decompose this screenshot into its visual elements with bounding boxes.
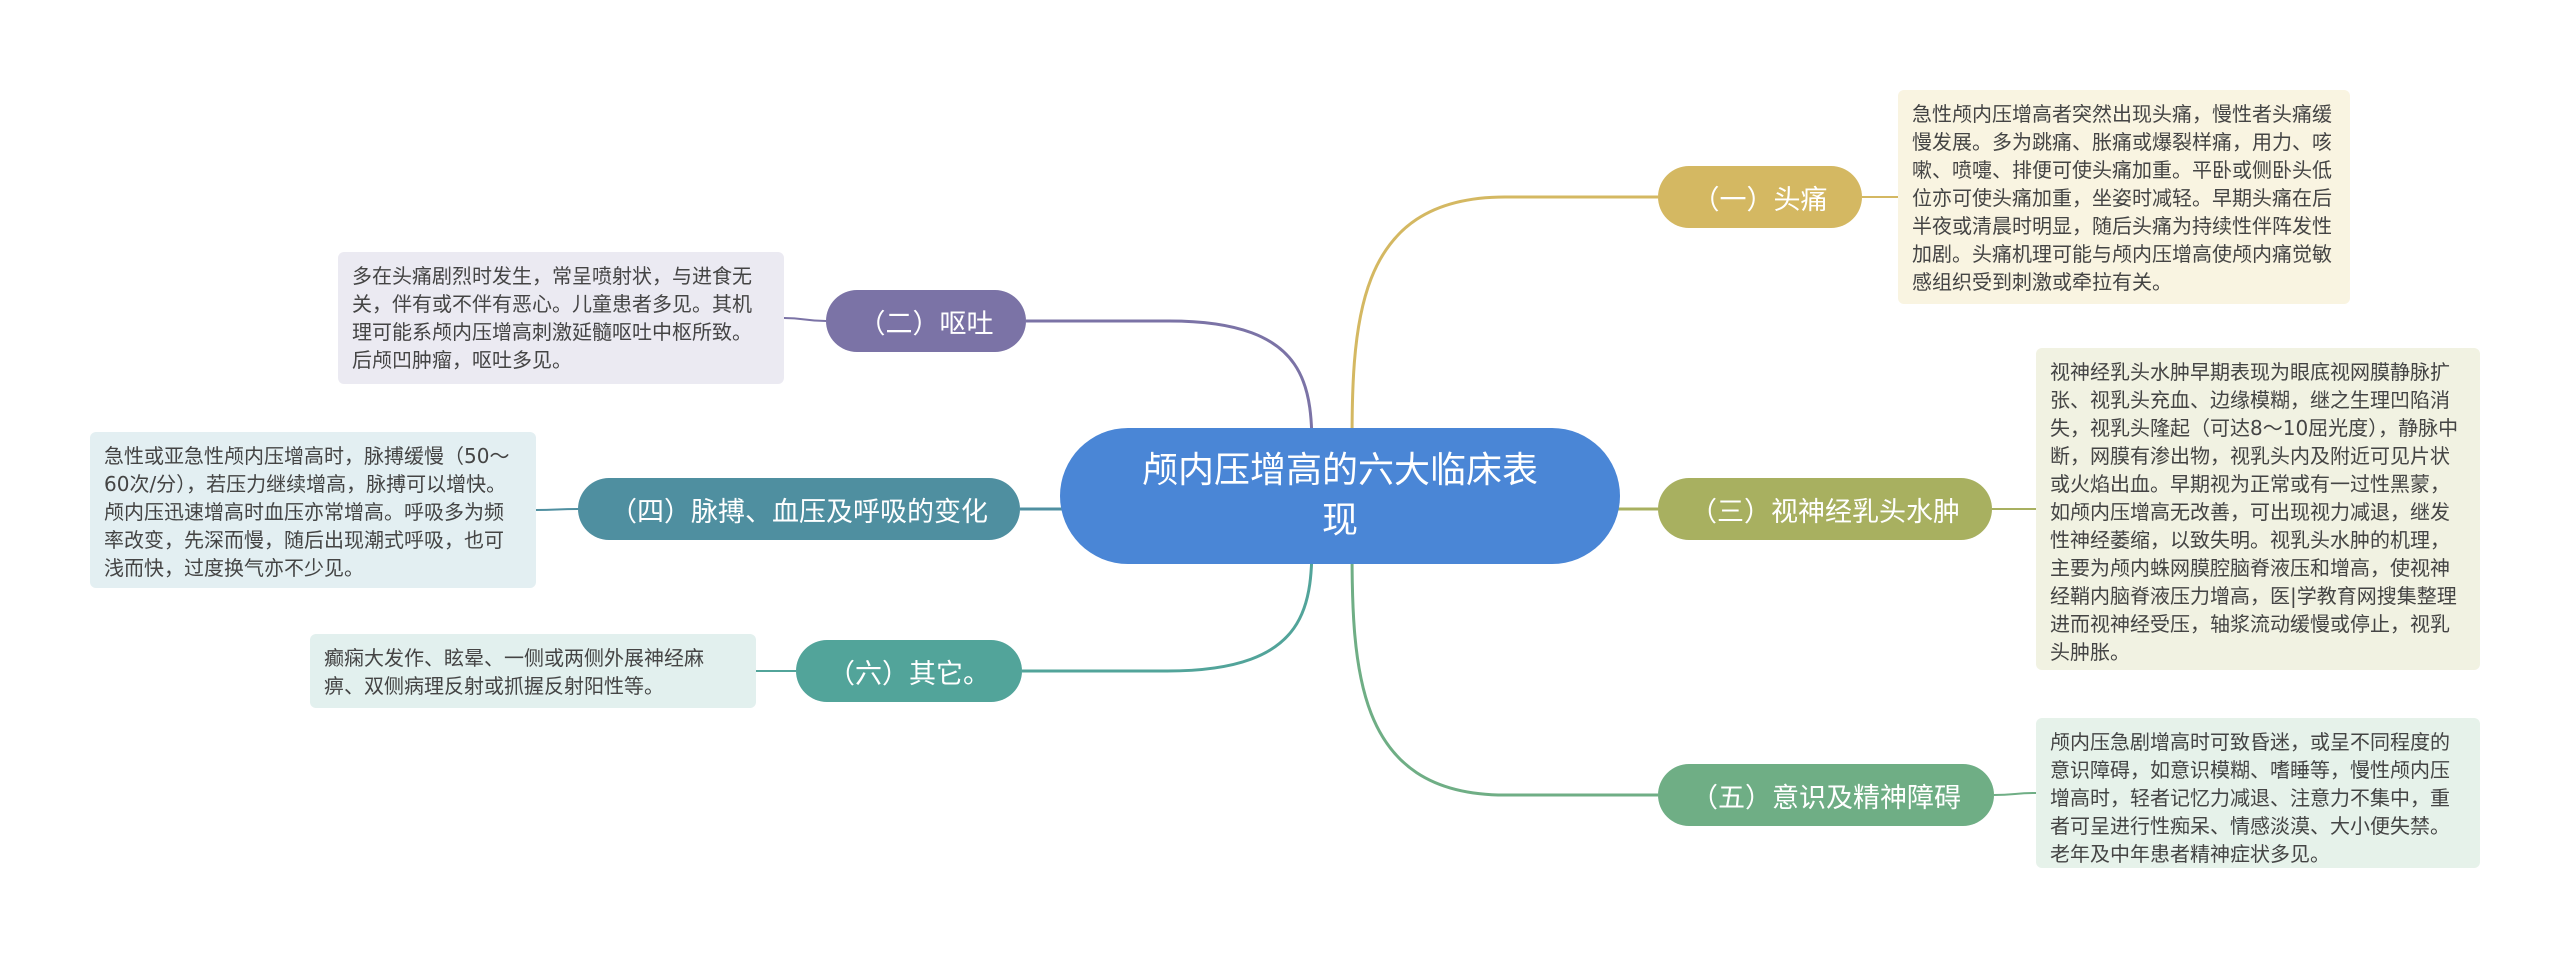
note-text: 急性颅内压增高者突然出现头痛，慢性者头痛缓慢发展。多为跳痛、胀痛或爆裂样痛，用力…	[1912, 102, 2332, 294]
branch-label: （三）视神经乳头水肿	[1690, 496, 1960, 528]
note-link-vomit	[783, 317, 827, 322]
branch-label: （五）意识及精神障碍	[1691, 782, 1961, 814]
link-headache	[1350, 195, 1658, 459]
branch-label: （四）脉搏、血压及呼吸的变化	[610, 496, 988, 528]
root-topic[interactable]: 颅内压增高的六大临床表现	[1060, 428, 1620, 564]
note-papilledema: 视神经乳头水肿早期表现为眼底视网膜静脉扩张、视乳头充血、边缘模糊，继之生理凹陷消…	[2036, 348, 2480, 670]
note-text: 视神经乳头水肿早期表现为眼底视网膜静脉扩张、视乳头充血、边缘模糊，继之生理凹陷消…	[2050, 360, 2459, 664]
branch-label: （一）头痛	[1692, 184, 1828, 216]
note-headache: 急性颅内压增高者突然出现头痛，慢性者头痛缓慢发展。多为跳痛、胀痛或爆裂样痛，用力…	[1898, 90, 2350, 304]
branch-vitals[interactable]: （四）脉搏、血压及呼吸的变化	[578, 478, 1020, 540]
branch-label: （二）呕吐	[858, 308, 994, 340]
note-other: 癫痫大发作、眩晕、一侧或两侧外展神经麻痹、双侧病理反射或抓握反射阳性等。	[310, 634, 756, 708]
note-text: 急性或亚急性颅内压增高时，脉搏缓慢（50～60次/分），若压力继续增高，脉搏可以…	[104, 444, 510, 580]
note-consciousness: 颅内压急剧增高时可致昏迷，或呈不同程度的意识障碍，如意识模糊、嗜睡等，慢性颅内压…	[2036, 718, 2480, 868]
note-vitals: 急性或亚急性颅内压增高时，脉搏缓慢（50～60次/分），若压力继续增高，脉搏可以…	[90, 432, 536, 588]
branch-label: （六）其它。	[828, 658, 990, 690]
note-text: 癫痫大发作、眩晕、一侧或两侧外展神经麻痹、双侧病理反射或抓握反射阳性等。	[324, 646, 704, 698]
note-text: 颅内压急剧增高时可致昏迷，或呈不同程度的意识障碍，如意识模糊、嗜睡等，慢性颅内压…	[2050, 730, 2450, 866]
branch-other[interactable]: （六）其它。	[796, 640, 1022, 702]
root-topic-label: 颅内压增高的六大临床表现	[1141, 450, 1538, 541]
note-link-vitals	[535, 508, 579, 511]
branch-headache[interactable]: （一）头痛	[1658, 166, 1862, 228]
branch-papilledema[interactable]: （三）视神经乳头水肿	[1658, 478, 1992, 540]
note-text: 多在头痛剧烈时发生，常呈喷射状，与进食无关，伴有或不伴有恶心。儿童患者多见。其机…	[352, 264, 752, 372]
note-link-consciousness	[1993, 792, 2037, 796]
branch-consciousness[interactable]: （五）意识及精神障碍	[1658, 764, 1994, 826]
link-consciousness	[1350, 533, 1658, 797]
branch-vomit[interactable]: （二）呕吐	[826, 290, 1026, 352]
note-vomit: 多在头痛剧烈时发生，常呈喷射状，与进食无关，伴有或不伴有恶心。儿童患者多见。其机…	[338, 252, 784, 384]
